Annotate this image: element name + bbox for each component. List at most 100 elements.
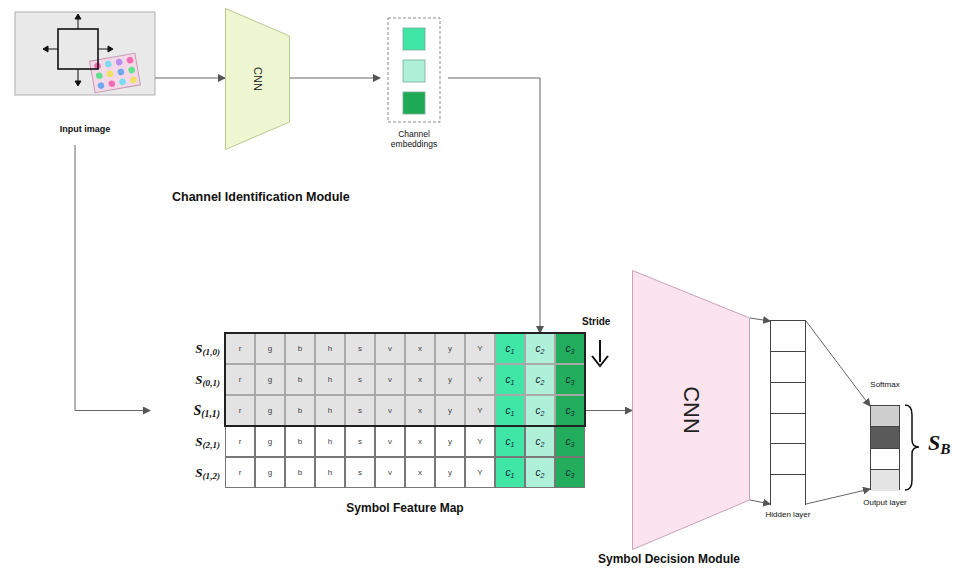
cnn-block: CNN	[225, 8, 290, 150]
row-label: S(1,0)	[150, 333, 220, 364]
table-cell: c3	[555, 457, 585, 488]
neuron-cell	[771, 474, 805, 506]
module-title: Symbol Decision Module	[598, 552, 740, 566]
subscript: 1	[511, 410, 515, 417]
connector	[290, 78, 380, 79]
table-cell: c1	[495, 426, 525, 457]
input-image: Input image	[15, 12, 155, 145]
dashed-frame	[388, 18, 440, 122]
table-cell: v	[375, 457, 405, 488]
table-cell: r	[225, 457, 255, 488]
table-cell: b	[285, 333, 315, 364]
table-cell: s	[345, 333, 375, 364]
table-cell: v	[375, 364, 405, 395]
table-cell: c2	[525, 457, 555, 488]
connector	[585, 410, 632, 411]
connector	[155, 78, 225, 79]
subscript: 3	[571, 472, 575, 479]
table-cell: r	[225, 395, 255, 426]
table-cell: Y	[465, 395, 495, 426]
table-cell: c3	[555, 364, 585, 395]
table-caption: Symbol Feature Map	[225, 501, 585, 515]
subscript: (0,1)	[203, 378, 220, 388]
connector	[448, 78, 540, 333]
stride-arrow	[592, 340, 608, 366]
table-cell: c3	[555, 426, 585, 457]
neuron-cell	[771, 351, 805, 383]
color-dot	[108, 80, 116, 88]
connector	[806, 321, 870, 504]
trapezoid-outline	[633, 271, 750, 550]
subscript: 3	[571, 410, 575, 417]
neuron-cell	[871, 469, 899, 491]
connector-line	[806, 321, 870, 406]
connector-line	[75, 145, 150, 411]
table-cell: s	[345, 457, 375, 488]
table-cell: x	[405, 457, 435, 488]
subscript: B	[940, 440, 950, 457]
layer-caption: Hidden layer	[757, 510, 819, 519]
table-cell: Y	[465, 457, 495, 488]
color-dot	[119, 78, 127, 86]
embedding-box: Channel embeddings	[380, 16, 448, 166]
table-cell: c1	[495, 333, 525, 364]
symbol-card	[90, 53, 141, 93]
neuron-cell	[771, 413, 805, 445]
subscript: 3	[571, 441, 575, 448]
table-cell: x	[405, 333, 435, 364]
connector-line	[448, 78, 540, 333]
table-cell: c1	[495, 364, 525, 395]
connector	[75, 145, 150, 411]
table-cell: c1	[495, 395, 525, 426]
embedding-square	[403, 28, 425, 50]
color-dot	[105, 60, 113, 68]
image-frame	[15, 12, 155, 95]
card-body	[90, 53, 141, 93]
table-cell: Y	[465, 364, 495, 395]
arrow-head	[75, 81, 81, 86]
table-cell: x	[405, 364, 435, 395]
embedding-square	[403, 92, 425, 114]
cnn-block: CNN	[632, 270, 750, 550]
subscript: 3	[571, 348, 575, 355]
table-cell: h	[315, 364, 345, 395]
table-cell: c2	[525, 333, 555, 364]
arrow-head	[43, 46, 48, 52]
table-cell: r	[225, 333, 255, 364]
neuron-cell	[771, 382, 805, 414]
image-caption: Input image	[15, 124, 155, 134]
neuron-cell	[871, 406, 899, 427]
table-cell: g	[255, 426, 285, 457]
table-cell: g	[255, 395, 285, 426]
subscript: 1	[511, 472, 515, 479]
layer-caption: Output layer	[853, 498, 917, 507]
table-cell: c3	[555, 333, 585, 364]
arrow-up	[78, 18, 79, 29]
neuron-cell	[871, 448, 899, 470]
table-cell: b	[285, 364, 315, 395]
table-cell: h	[315, 333, 345, 364]
table-cell: y	[435, 426, 465, 457]
subscript: 2	[541, 379, 545, 386]
connector-line	[750, 318, 770, 321]
arrow-head	[75, 14, 81, 19]
arrow-down	[78, 69, 79, 82]
trapezoid-outline	[226, 9, 290, 150]
neuron-cell	[771, 443, 805, 475]
table-cell: v	[375, 395, 405, 426]
block-label: CNN	[252, 67, 264, 91]
stride-shaft	[599, 340, 601, 362]
arrow-head	[108, 46, 113, 52]
table-cell: y	[435, 364, 465, 395]
subscript: 2	[541, 410, 545, 417]
hidden-neurons	[770, 320, 806, 505]
table-cell: c1	[495, 457, 525, 488]
embedding-square	[403, 60, 425, 82]
stride-label: Stride	[582, 316, 610, 327]
neuron-cell	[771, 321, 805, 352]
embedding-caption: Channel embeddings	[380, 129, 448, 149]
subscript: 1	[511, 379, 515, 386]
connector-line	[155, 78, 225, 79]
layer-caption: Softmax	[853, 380, 917, 389]
